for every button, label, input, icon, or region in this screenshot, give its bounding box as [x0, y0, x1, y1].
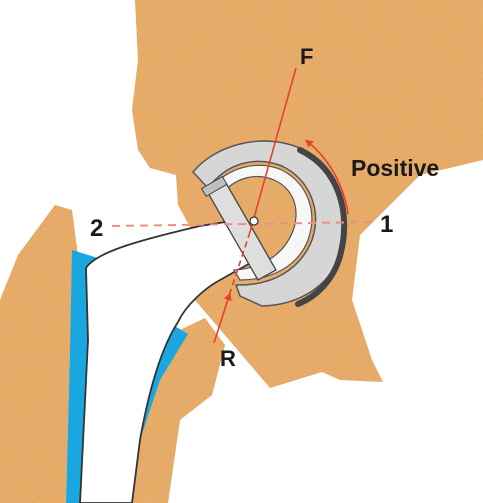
label-positive-direction: Positive: [351, 155, 439, 181]
femur-bone-left: [0, 205, 78, 503]
label-horizontal-left: 2: [90, 215, 103, 242]
label-horizontal-right: 1: [380, 211, 393, 238]
head-center-point: [250, 217, 258, 225]
label-reaction-axis: R: [220, 346, 236, 371]
label-force-axis: F: [300, 44, 313, 69]
